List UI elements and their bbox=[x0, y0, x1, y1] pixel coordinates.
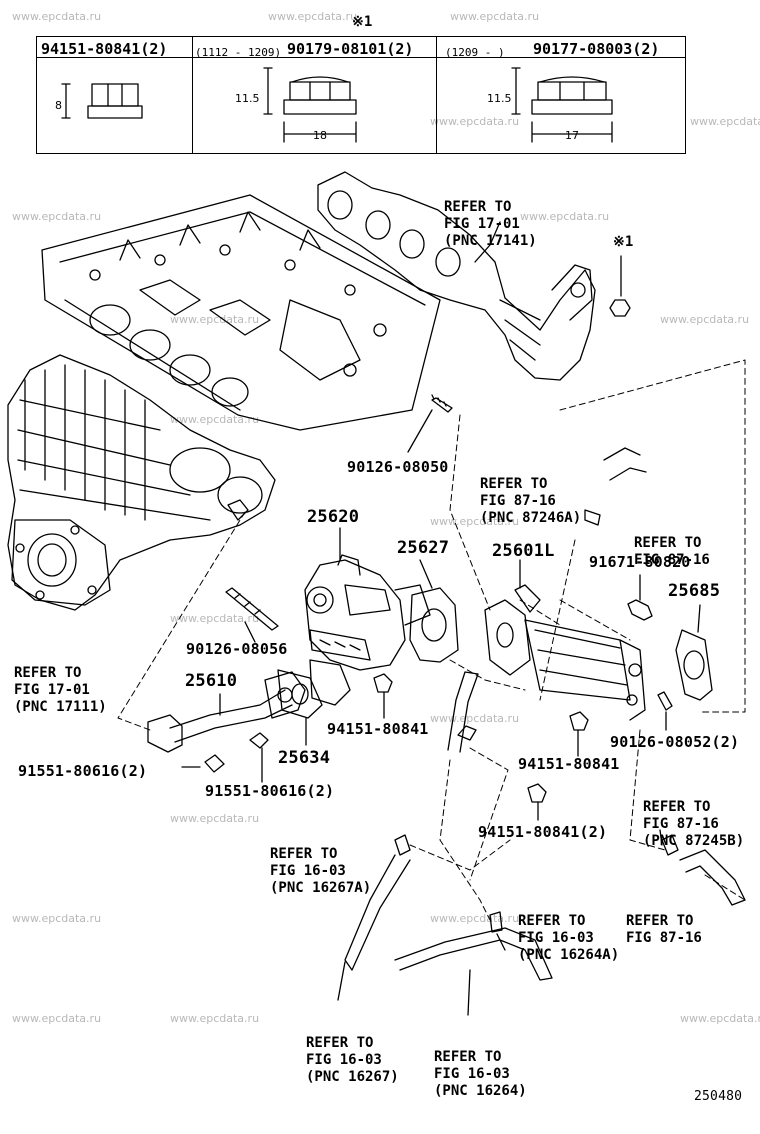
intake-manifold bbox=[7, 354, 276, 611]
part-label: 25620 bbox=[307, 507, 360, 527]
gasket bbox=[675, 629, 713, 701]
leader-line bbox=[244, 621, 256, 643]
watermark: www.epcdata.ru bbox=[170, 313, 260, 326]
leader-line bbox=[474, 221, 622, 297]
bolt-icon bbox=[204, 732, 269, 773]
cylinder-head bbox=[41, 194, 441, 431]
leader-line bbox=[181, 747, 263, 783]
table-marker: ※1 bbox=[352, 14, 373, 30]
part-label: 90126-08052(2) bbox=[610, 733, 740, 751]
gasket bbox=[409, 587, 459, 663]
part-label: 25634 bbox=[278, 748, 331, 768]
part-label: 94151-80841 bbox=[327, 720, 429, 738]
leader-line bbox=[383, 691, 579, 821]
dim-width: 18 bbox=[313, 129, 327, 142]
watermark: www.epcdata.ru bbox=[170, 612, 260, 625]
watermark: www.epcdata.ru bbox=[12, 912, 102, 925]
watermark: www.epcdata.ru bbox=[12, 1012, 102, 1025]
watermark: www.epcdata.ru bbox=[268, 10, 358, 23]
part-label: 94151-80841 bbox=[518, 755, 620, 773]
table-range: (1209 - ) bbox=[445, 46, 505, 59]
table-part-number: 94151-80841(2) bbox=[41, 40, 168, 58]
table-header-line bbox=[37, 57, 685, 58]
relation-lines bbox=[117, 359, 746, 921]
part-label: 94151-80841(2) bbox=[478, 823, 608, 841]
watermark: www.epcdata.ru bbox=[680, 1012, 760, 1025]
part-label: 90126-08050 bbox=[347, 458, 449, 476]
stud-bolt bbox=[657, 691, 673, 711]
figure-id: 250480 bbox=[694, 1089, 743, 1104]
part-label: 90126-08056 bbox=[186, 640, 288, 658]
nut-icon bbox=[511, 67, 613, 143]
leader-line bbox=[407, 409, 433, 453]
watermark: www.epcdata.ru bbox=[170, 812, 260, 825]
watermark: www.epcdata.ru bbox=[520, 210, 610, 223]
watermark: www.epcdata.ru bbox=[450, 10, 540, 23]
part-label: 91551-80616(2) bbox=[18, 762, 148, 780]
table-part-number: 90177-08003(2) bbox=[533, 40, 660, 58]
table-range: (1112 - 1209) bbox=[195, 46, 282, 59]
nut-icon bbox=[609, 299, 631, 317]
gasket bbox=[277, 659, 351, 719]
watermark: www.epcdata.ru bbox=[12, 10, 102, 23]
watermark: www.epcdata.ru bbox=[690, 115, 760, 128]
note-marker: ※1 bbox=[613, 234, 634, 250]
part-label: 91671-80820 bbox=[589, 553, 691, 571]
leader-line bbox=[337, 829, 663, 1016]
dim-height: 11.5 bbox=[487, 92, 512, 105]
table-part-number: 90179-08101(2) bbox=[287, 40, 414, 58]
fastener-spec-table: 94151-80841(2) (1112 - 1209) 90179-08101… bbox=[36, 36, 686, 154]
nut-icon bbox=[373, 673, 589, 803]
watermark: www.epcdata.ru bbox=[660, 313, 750, 326]
watermark: www.epcdata.ru bbox=[430, 912, 520, 925]
flange-nut-icon bbox=[61, 83, 143, 119]
table-col-2: (1112 - 1209) 90179-08101(2) bbox=[193, 37, 437, 153]
watermark: www.epcdata.ru bbox=[12, 210, 102, 223]
stud-bolt bbox=[225, 587, 279, 631]
bolt-icon bbox=[627, 599, 653, 621]
watermark: www.epcdata.ru bbox=[430, 515, 520, 528]
part-label: 25627 bbox=[397, 538, 450, 558]
leader-line bbox=[419, 559, 433, 589]
part-label: 25601L bbox=[492, 541, 555, 561]
part-label: 91551-80616(2) bbox=[205, 782, 335, 800]
table-col-3: (1209 - ) 90177-08003(2) bbox=[437, 37, 687, 153]
leader-line bbox=[697, 604, 701, 633]
exhaust-manifold bbox=[317, 171, 596, 381]
stud-bolt bbox=[431, 394, 453, 413]
watermark: www.epcdata.ru bbox=[170, 413, 260, 426]
dim-width: 17 bbox=[565, 129, 579, 142]
watermark: www.epcdata.ru bbox=[170, 1012, 260, 1025]
table-col-1: 94151-80841(2) bbox=[37, 37, 193, 153]
hose bbox=[344, 447, 746, 981]
part-label: 25610 bbox=[185, 671, 238, 691]
watermark: www.epcdata.ru bbox=[430, 115, 520, 128]
nut-icon bbox=[263, 67, 357, 143]
part-label: 25685 bbox=[668, 581, 721, 601]
dim-height: 11.5 bbox=[235, 92, 260, 105]
egr-cooler bbox=[484, 584, 646, 721]
dim-height: 8 bbox=[55, 99, 62, 112]
